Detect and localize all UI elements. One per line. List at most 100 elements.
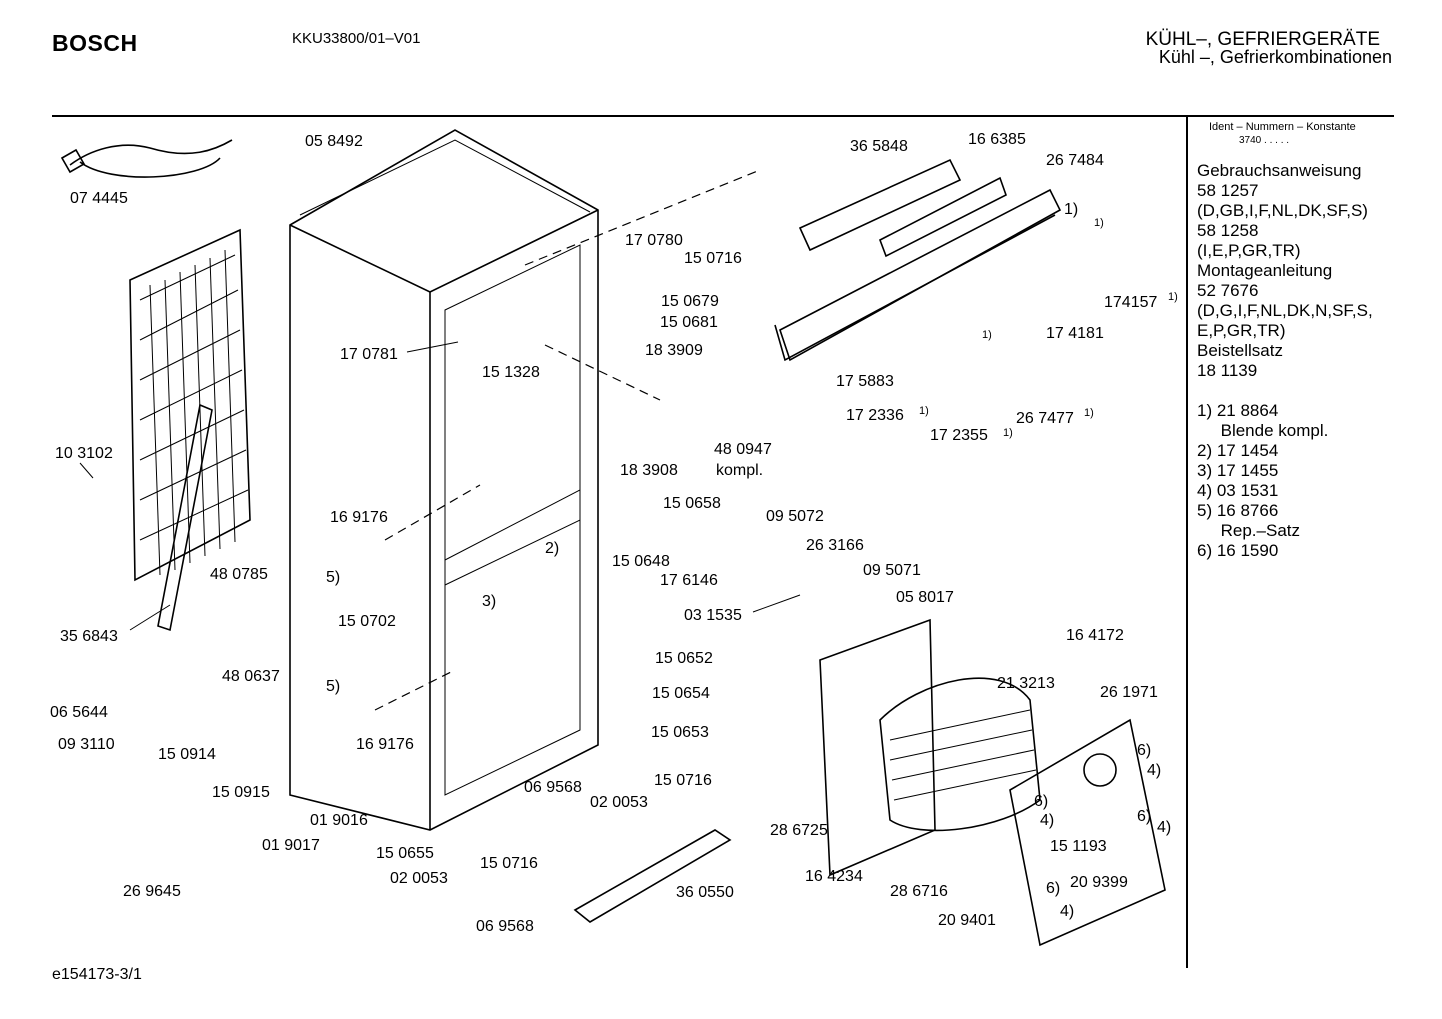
part-label: 20 9399 xyxy=(1070,874,1128,891)
part-label: 15 0654 xyxy=(652,685,710,702)
part-label: 15 0716 xyxy=(684,250,742,267)
part-label: 15 0914 xyxy=(158,746,216,763)
part-label: 48 0637 xyxy=(222,668,280,685)
part-label: 02 0053 xyxy=(390,870,448,887)
part-label: 1) xyxy=(1168,291,1178,303)
part-label: 15 0716 xyxy=(654,772,712,789)
part-label: 17 2355 xyxy=(930,427,988,444)
drawing-id: e154173-3/1 xyxy=(52,966,142,983)
part-label: 4) xyxy=(1147,762,1161,779)
part-label: 18 3909 xyxy=(645,342,703,359)
part-label: 1) xyxy=(1064,201,1078,218)
part-label: 1) xyxy=(982,329,992,341)
part-label: 09 3110 xyxy=(58,736,115,753)
part-label: 36 0550 xyxy=(676,884,734,901)
part-label: 4) xyxy=(1040,812,1054,829)
part-label: 15 0716 xyxy=(480,855,538,872)
part-label: 10 3102 xyxy=(55,445,113,462)
panel-line: (I,E,P,GR,TR) xyxy=(1197,241,1301,260)
evaporator-assembly xyxy=(819,618,1166,947)
cabinet-body xyxy=(289,129,599,831)
control-panel-assembly xyxy=(774,158,1062,362)
part-label: 5) xyxy=(326,569,340,586)
part-label: 6) xyxy=(1137,808,1151,825)
part-label: 26 3166 xyxy=(806,537,864,554)
part-label: 03 1535 xyxy=(684,607,742,624)
panel-constant: 3740 . . . . . xyxy=(1239,135,1290,146)
panel-line: 18 1139 xyxy=(1197,361,1258,380)
panel-header: Ident – Nummern – Konstante xyxy=(1209,121,1356,133)
part-label: 21 3213 xyxy=(997,675,1055,692)
guide-line xyxy=(384,484,481,541)
part-label: 15 0648 xyxy=(612,553,670,570)
part-label: 6) xyxy=(1046,880,1060,897)
model-number: KKU33800/01–V01 xyxy=(292,30,421,47)
part-label: 07 4445 xyxy=(70,190,128,207)
part-label: 16 9176 xyxy=(356,736,414,753)
part-label: 28 6716 xyxy=(890,883,948,900)
power-cord xyxy=(60,139,233,178)
panel-line: Beistellsatz xyxy=(1197,341,1283,360)
part-label: 5) xyxy=(326,678,340,695)
guide-line xyxy=(524,169,761,266)
part-label: 20 9401 xyxy=(938,912,996,929)
part-label: 17 4181 xyxy=(1046,325,1104,342)
part-label: 06 9568 xyxy=(524,779,582,796)
part-label: 16 4172 xyxy=(1066,627,1124,644)
guide-line xyxy=(374,669,456,711)
part-label: 3) xyxy=(482,593,496,610)
part-label: 15 1193 xyxy=(1050,838,1107,855)
part-label: 17 0780 xyxy=(625,232,683,249)
panel-line: 6) 16 1590 xyxy=(1197,541,1279,560)
condenser-coil xyxy=(129,228,251,582)
part-label: 4) xyxy=(1157,819,1171,836)
part-label: 26 7484 xyxy=(1046,152,1104,169)
part-label: 01 9017 xyxy=(262,837,320,854)
panel-line: Gebrauchsanweisung xyxy=(1197,161,1362,180)
part-label: 17 6146 xyxy=(660,572,718,589)
part-label: 16 9176 xyxy=(330,509,388,526)
panel-line: 3) 17 1455 xyxy=(1197,461,1279,480)
part-label: 05 8017 xyxy=(896,589,954,606)
part-label: 16 6385 xyxy=(968,131,1026,148)
part-label: 26 7477 xyxy=(1016,410,1074,427)
part-label: 15 0679 xyxy=(661,293,719,310)
panel-line: (D,GB,I,F,NL,DK,SF,S) xyxy=(1197,201,1368,220)
panel-line: Blende kompl. xyxy=(1197,421,1329,440)
part-label: 28 6725 xyxy=(770,822,828,839)
category-subtitle: Kühl –, Gefrierkombinationen xyxy=(1158,47,1392,67)
panel-line: 52 7676 xyxy=(1197,281,1259,300)
part-label: 18 3908 xyxy=(620,462,678,479)
category-title: KÜHL–, GEFRIERGERÄTE xyxy=(1145,29,1380,50)
part-label: 1) xyxy=(1084,407,1094,419)
panel-line: 2) 17 1454 xyxy=(1197,441,1279,460)
part-label: 4) xyxy=(1060,903,1074,920)
part-label: 15 0655 xyxy=(376,845,434,862)
part-label: 02 0053 xyxy=(590,794,648,811)
panel-line: 58 1258 xyxy=(1197,221,1259,240)
part-label: 35 6843 xyxy=(60,628,118,645)
part-label: kompl. xyxy=(716,462,763,479)
part-label: 06 5644 xyxy=(50,704,108,721)
part-label: 15 0915 xyxy=(212,784,270,801)
panel-line: 1) 21 8864 xyxy=(1197,401,1279,420)
part-label: 1) xyxy=(1003,427,1013,439)
panel-line: 5) 16 8766 xyxy=(1197,501,1279,520)
part-label: 06 9568 xyxy=(476,918,534,935)
part-label: 48 0947 xyxy=(714,441,772,458)
base-trim xyxy=(573,829,732,923)
part-label: 36 5848 xyxy=(850,138,908,155)
panel-line: Rep.–Satz xyxy=(1197,521,1300,540)
part-label: 17 0781 xyxy=(340,346,398,363)
part-label: 15 0652 xyxy=(655,650,713,667)
part-label: 2) xyxy=(545,540,559,557)
part-label: 16 4234 xyxy=(805,868,863,885)
part-label: 174157 xyxy=(1104,294,1157,311)
part-label: 1) xyxy=(919,405,929,417)
brand-logo: BOSCH xyxy=(52,30,138,56)
part-label: 09 5072 xyxy=(766,508,824,525)
part-label: 15 0658 xyxy=(663,495,721,512)
panel-line: 58 1257 xyxy=(1197,181,1259,200)
part-label: 26 9645 xyxy=(123,883,181,900)
